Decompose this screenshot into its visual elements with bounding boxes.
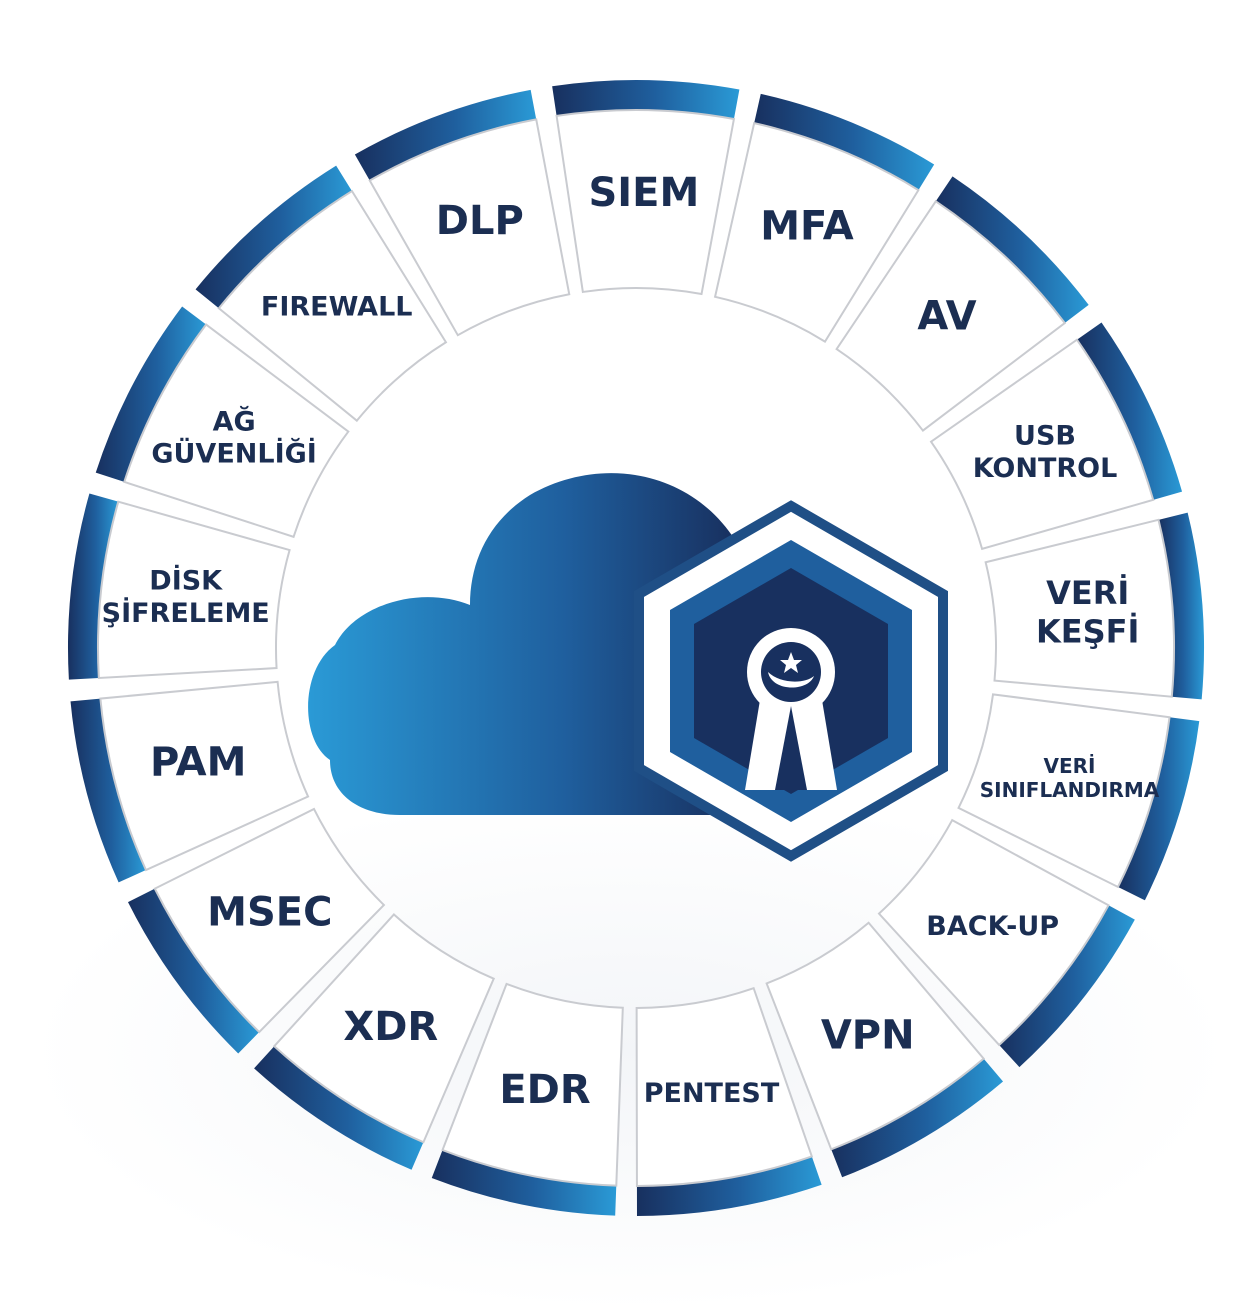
segment-tile (97, 500, 291, 680)
segment-band (999, 905, 1135, 1068)
segment-band (127, 888, 260, 1054)
segment-band (1158, 512, 1205, 700)
segment-band (95, 306, 207, 482)
segment-tile (713, 121, 920, 343)
segment-label: BACK-UP (926, 911, 1059, 942)
segment-band (68, 493, 119, 680)
segment-label: AV (917, 294, 976, 340)
segment-av: AV (835, 176, 1089, 432)
segment-tile (123, 323, 350, 539)
segment-label: KONTROL (973, 453, 1118, 484)
segment-dlp: DLP (354, 89, 571, 337)
segment-xdr: XDR (254, 913, 496, 1170)
segment-band (831, 1058, 1004, 1178)
center-emblem (308, 473, 948, 862)
segment-label: ŞİFRELEME (102, 597, 270, 629)
segment-label: GÜVENLİĞİ (151, 437, 316, 470)
segment-vpn: VPN (765, 921, 1004, 1178)
segment-tile (555, 109, 736, 296)
segment-label: USB (1014, 421, 1076, 452)
segment-tile (441, 982, 624, 1187)
segment-mfa: MFA (713, 93, 935, 343)
segment-tile (984, 518, 1175, 698)
segment-label: MFA (760, 204, 854, 250)
segment-msec: MSEC (127, 807, 386, 1054)
segment-label: PENTEST (644, 1078, 780, 1109)
segment-label: EDR (499, 1067, 590, 1113)
segment-label: KEŞFİ (1036, 612, 1139, 650)
segment-band (935, 176, 1089, 324)
cloud-icon (308, 473, 735, 815)
segment-band (754, 93, 935, 191)
segment-label: SINIFLANDIRMA (980, 778, 1160, 802)
segment-band (254, 1046, 424, 1170)
segment-band (70, 698, 146, 883)
segment-tile (99, 680, 310, 872)
segment-label: MSEC (207, 890, 332, 936)
segment-band (195, 165, 352, 309)
segment-back-up: BACK-UP (877, 818, 1135, 1068)
star-and-crescent-logo-icon (768, 652, 814, 688)
segment-band (552, 80, 740, 119)
segment-label: XDR (343, 1004, 438, 1050)
segment-label: VERİ (1044, 754, 1096, 778)
segment-band (636, 1156, 822, 1216)
segment-firewall: FIREWALL (195, 165, 448, 423)
segment-tile (929, 338, 1155, 551)
segment-tile (272, 913, 496, 1144)
segment-edr: EDR (431, 982, 624, 1216)
segment-tile (635, 986, 814, 1188)
keyhole-icon (745, 628, 837, 790)
segment-siem: SIEM (552, 80, 740, 296)
segment-label: VERİ (1046, 574, 1129, 612)
segment-tile (217, 189, 448, 423)
segment-label: AĞ (213, 405, 256, 437)
segment-label: VPN (821, 1012, 915, 1058)
segment-tile (153, 807, 386, 1034)
segment-tile (835, 199, 1067, 432)
segment-tile (765, 921, 986, 1151)
segment-band (1076, 322, 1183, 500)
segment-label: DİSK (149, 565, 223, 597)
segment-tile (368, 118, 571, 337)
segment-band (431, 1150, 617, 1216)
segment-band (354, 89, 537, 181)
segment-ring: SIEMMFAAVUSBKONTROLVERİKEŞFİVERİSINIFLAN… (68, 80, 1205, 1216)
segment-label: PAM (150, 739, 246, 785)
segment-tile (957, 693, 1171, 889)
segment-tile (877, 818, 1110, 1047)
segment-pam: PAM (70, 680, 310, 883)
segment-label: DLP (436, 198, 524, 244)
segment-pentest: PENTEST (635, 986, 822, 1216)
segment-band (1118, 717, 1200, 901)
segment-label: FIREWALL (261, 292, 413, 323)
segment-label: SIEM (588, 170, 699, 216)
